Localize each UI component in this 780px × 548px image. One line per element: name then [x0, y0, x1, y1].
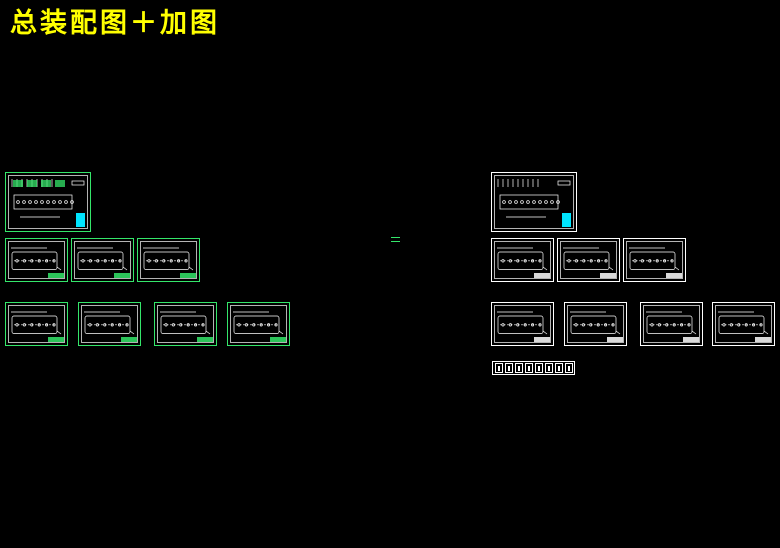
part-thumbnail[interactable] [535, 363, 543, 373]
sheet-row2-3[interactable] [154, 302, 217, 346]
origin-marker [391, 237, 400, 243]
sheet-linework [715, 305, 772, 343]
sheet-row2-4[interactable] [227, 302, 290, 346]
sheet-assembly-main[interactable] [5, 172, 91, 232]
sheet-row2-2[interactable] [78, 302, 141, 346]
sheet-linework [140, 241, 197, 279]
sheet-row1-3-copy[interactable] [623, 238, 686, 282]
sheet-linework [8, 175, 88, 229]
sheet-linework [81, 305, 138, 343]
part-thumbnail[interactable] [505, 363, 513, 373]
sheet-linework [494, 175, 574, 229]
parts-strip[interactable] [492, 361, 575, 375]
sheet-row1-3[interactable] [137, 238, 200, 282]
part-thumbnail[interactable] [495, 363, 503, 373]
sheet-row1-1[interactable] [5, 238, 68, 282]
sheet-row2-4-copy[interactable] [712, 302, 775, 346]
sheet-row1-2[interactable] [71, 238, 134, 282]
sheet-linework [494, 241, 551, 279]
part-thumbnail[interactable] [525, 363, 533, 373]
sheet-linework [8, 305, 65, 343]
sheet-linework [8, 241, 65, 279]
sheet-row1-2-copy[interactable] [557, 238, 620, 282]
sheet-linework [230, 305, 287, 343]
part-thumbnail[interactable] [555, 363, 563, 373]
part-thumbnail[interactable] [565, 363, 573, 373]
sheet-linework [560, 241, 617, 279]
part-thumbnail[interactable] [545, 363, 553, 373]
part-thumbnail[interactable] [515, 363, 523, 373]
sheet-row1-1-copy[interactable] [491, 238, 554, 282]
sheet-row2-1-copy[interactable] [491, 302, 554, 346]
sheet-linework [74, 241, 131, 279]
sheet-assembly-main-copy[interactable] [491, 172, 577, 232]
sheet-linework [157, 305, 214, 343]
sheet-row2-1[interactable] [5, 302, 68, 346]
sheet-row2-2-copy[interactable] [564, 302, 627, 346]
sheet-row2-3-copy[interactable] [640, 302, 703, 346]
sheet-linework [626, 241, 683, 279]
drawing-title: 总装配图＋加图 [10, 8, 220, 39]
sheet-linework [643, 305, 700, 343]
sheet-linework [567, 305, 624, 343]
sheet-linework [494, 305, 551, 343]
